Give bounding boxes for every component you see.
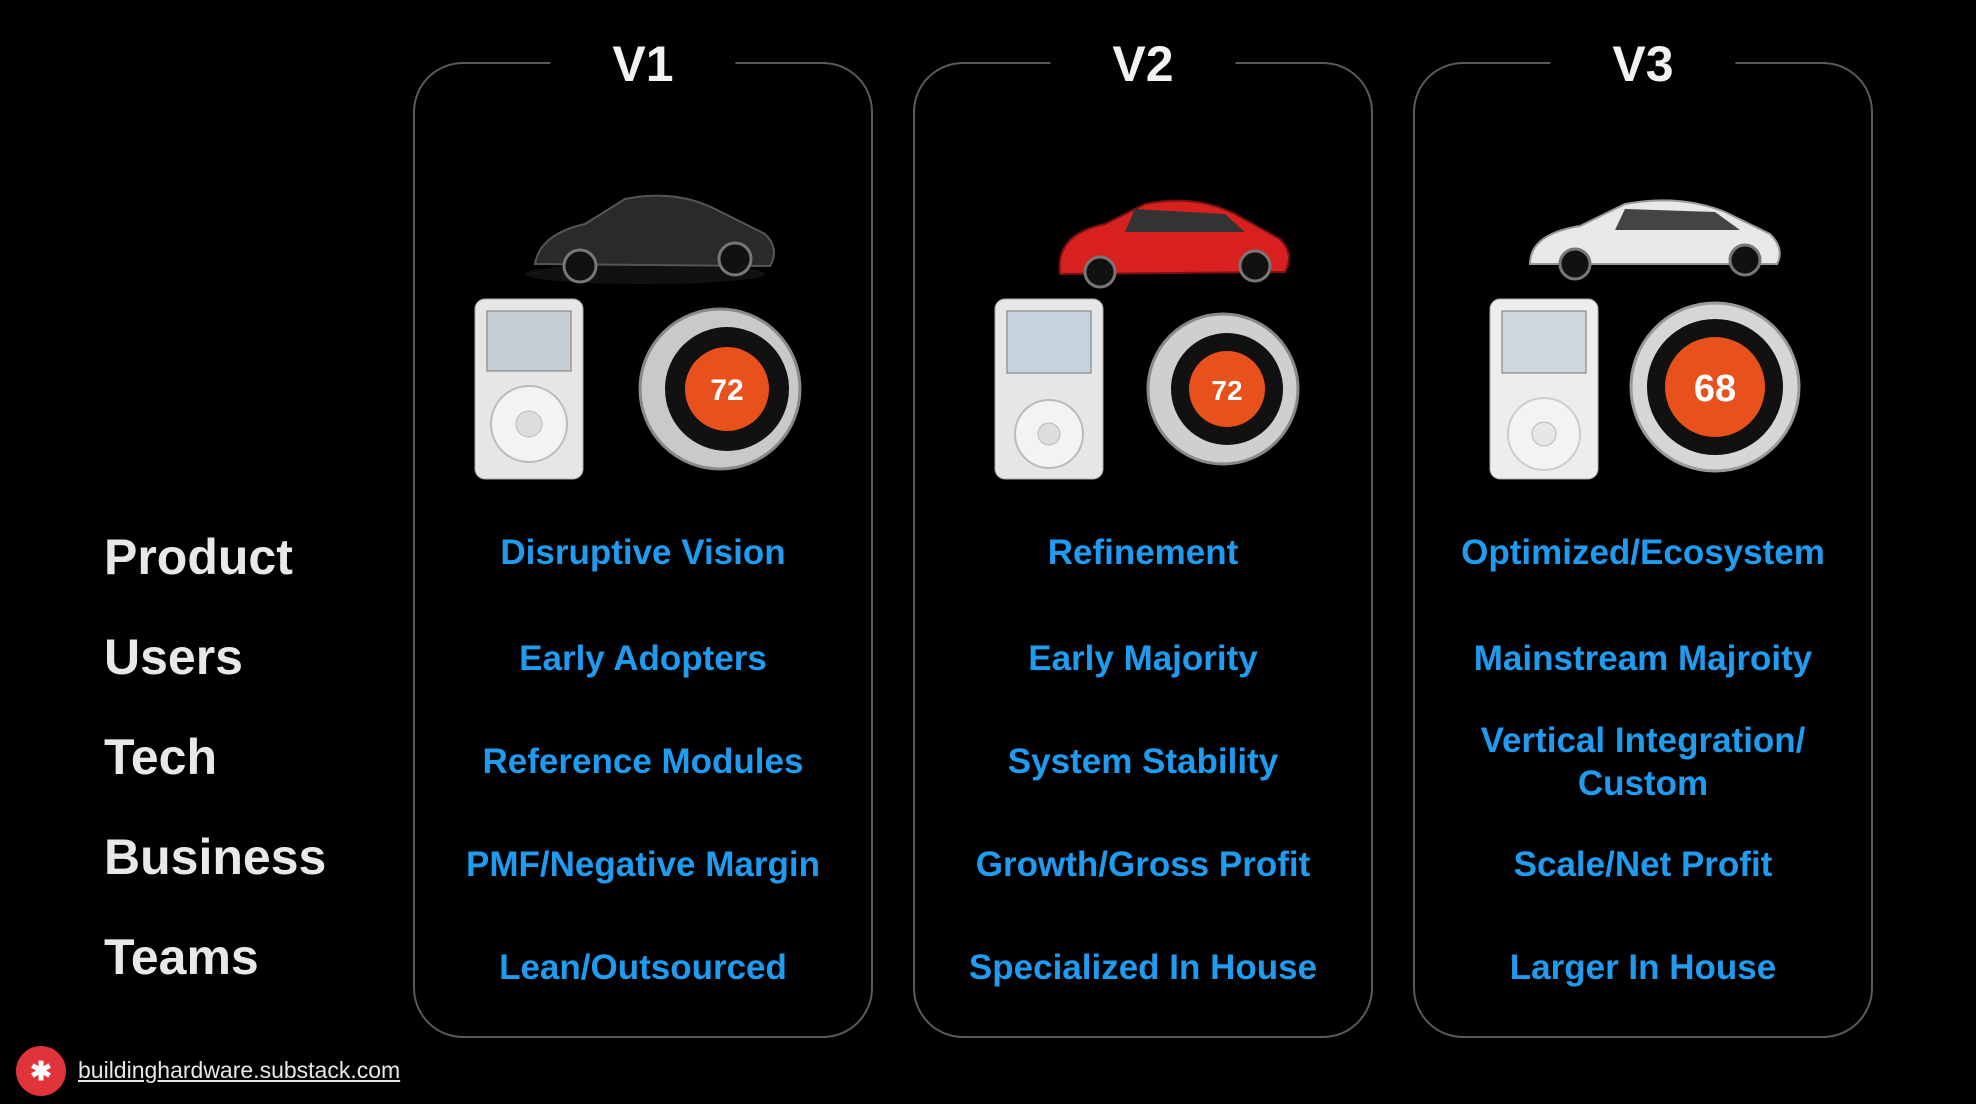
business-value: PMF/Negative Margin xyxy=(466,845,820,884)
ipod-image xyxy=(994,298,1104,480)
product-value: Optimized/Ecosystem xyxy=(1461,533,1825,572)
row-label-tech: Tech xyxy=(104,729,217,785)
teams-value: Larger In House xyxy=(1509,948,1777,987)
thermostat-image: 72 xyxy=(1146,312,1300,466)
version-card-v2: V2 72 Refinement Early Majority System S… xyxy=(913,32,1373,1038)
thermostat-reading: 72 xyxy=(1211,375,1242,406)
product-value: Refinement xyxy=(1047,533,1239,572)
tech-value: Reference Modules xyxy=(482,742,804,781)
car-image xyxy=(1058,199,1290,289)
product-illustration: 72 xyxy=(474,194,802,480)
row-label-teams: Teams xyxy=(104,929,259,985)
thermostat-image: 72 xyxy=(638,307,802,471)
tech-value: System Stability xyxy=(1007,742,1279,781)
row-label-product: Product xyxy=(104,529,293,585)
product-illustration: 68 xyxy=(1489,199,1801,480)
substack-logo-icon: ✱ xyxy=(16,1046,66,1096)
thermostat-image: 68 xyxy=(1629,301,1801,473)
users-value: Early Majority xyxy=(1028,639,1258,678)
row-label-business: Business xyxy=(104,829,327,885)
business-value: Growth/Gross Profit xyxy=(975,845,1311,884)
car-image xyxy=(525,194,775,284)
version-card-v1: V1 72 Disruptive Vision Early Adopters R… xyxy=(413,32,873,1038)
version-card-v3: V3 68 Optimized/Ecosystem Mainstream Maj… xyxy=(1413,32,1873,1038)
thermostat-reading: 72 xyxy=(710,374,743,407)
ipod-image xyxy=(474,298,584,480)
users-value: Early Adopters xyxy=(519,639,767,678)
thermostat-reading: 68 xyxy=(1694,368,1736,410)
ipod-image xyxy=(1489,298,1599,480)
substack-link[interactable]: buildinghardware.substack.com xyxy=(78,1057,401,1083)
car-image xyxy=(1528,199,1781,281)
card-title: V2 xyxy=(1050,32,1236,96)
teams-value: Lean/Outsourced xyxy=(499,948,787,987)
tech-value: Vertical Integration/ Custom xyxy=(1480,721,1806,803)
card-title: V3 xyxy=(1550,32,1736,96)
business-value: Scale/Net Profit xyxy=(1513,845,1773,884)
teams-value: Specialized In House xyxy=(968,948,1318,987)
users-value: Mainstream Majroity xyxy=(1473,639,1813,678)
product-value: Disruptive Vision xyxy=(500,533,786,572)
row-label-users: Users xyxy=(104,629,243,685)
product-illustration: 72 xyxy=(994,199,1300,480)
card-title: V1 xyxy=(550,32,736,96)
